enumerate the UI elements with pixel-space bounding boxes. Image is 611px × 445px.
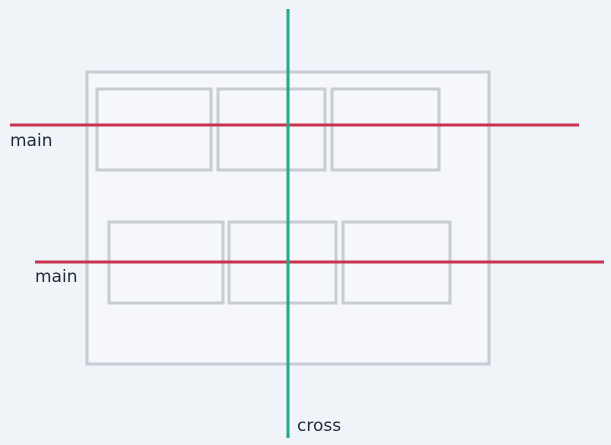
flex-item-row1-1 [95, 87, 213, 172]
main-axis-label-top: main [10, 131, 53, 151]
main-axis-label-bottom: main [35, 267, 78, 287]
flex-item-row1-3 [330, 87, 441, 172]
flex-item-row1-2 [216, 87, 327, 172]
cross-axis-label: cross [297, 416, 342, 436]
